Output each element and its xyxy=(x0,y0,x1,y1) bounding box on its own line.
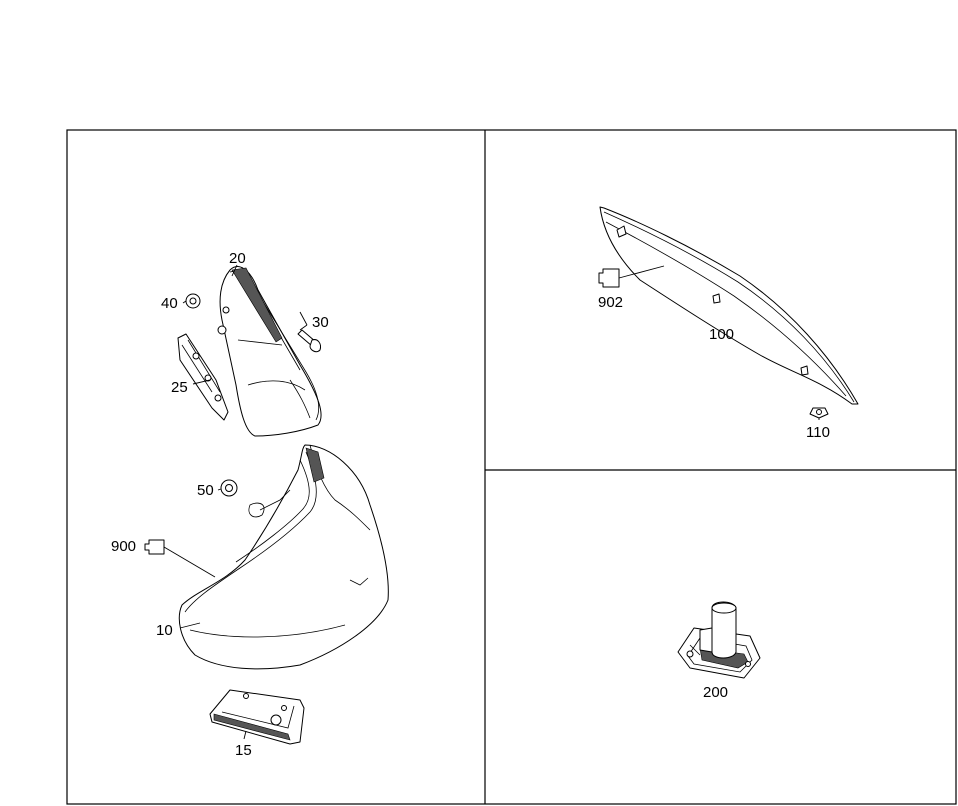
callout-40: 40 xyxy=(161,295,178,312)
callout-110: 110 xyxy=(806,424,830,441)
leader-lines-left xyxy=(163,264,308,740)
part-40-nut[interactable] xyxy=(185,293,201,309)
leader-lines-top-right xyxy=(618,265,820,420)
panel-frames xyxy=(66,129,957,805)
callout-10: 10 xyxy=(156,622,173,639)
callout-900: 900 xyxy=(111,538,136,555)
callout-labels: 10 15 20 25 30 40 50 900 100 110 902 200 xyxy=(111,250,830,759)
part-900-connector[interactable] xyxy=(144,539,165,555)
part-200-lamp-unit[interactable] xyxy=(677,601,761,679)
part-902-connector[interactable] xyxy=(598,268,620,288)
callout-100: 100 xyxy=(709,326,734,343)
part-25-mirror-plate[interactable] xyxy=(177,333,229,421)
part-100-light-strip[interactable] xyxy=(599,206,859,405)
part-15-lamp[interactable] xyxy=(209,689,305,745)
part-50-nut[interactable] xyxy=(220,479,238,497)
part-110-clip[interactable] xyxy=(809,407,829,419)
callout-50: 50 xyxy=(197,482,214,499)
callout-902: 902 xyxy=(598,294,623,311)
callout-15: 15 xyxy=(235,742,252,759)
part-30-screw[interactable] xyxy=(297,329,321,353)
callout-30: 30 xyxy=(312,314,329,331)
callout-25: 25 xyxy=(171,379,188,396)
part-20-mirror-bracket[interactable] xyxy=(217,266,322,437)
part-10-mirror-cover[interactable] xyxy=(178,444,389,670)
callout-20: 20 xyxy=(229,250,246,267)
callout-200: 200 xyxy=(703,684,728,701)
